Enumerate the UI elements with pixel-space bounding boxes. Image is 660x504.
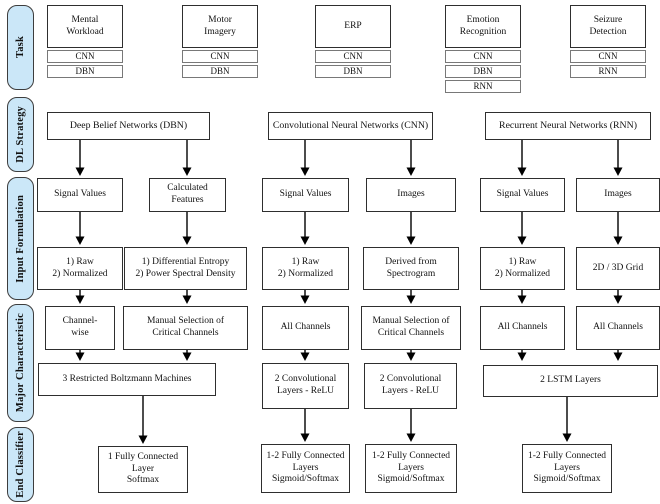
input-type-box-rnn-images: Images [576,178,660,212]
row-label-text: DL Strategy [15,106,26,163]
task-model-cell: CNN [315,50,391,63]
row-label-major-characteristic: Major Characteristic [7,304,34,422]
task-title: Mental Workload [47,5,123,48]
row-label-dl-strategy: DL Strategy [7,97,34,172]
task-title: ERP [315,5,391,48]
classifier-box-cnn-images: 1-2 Fully Connected Layers Sigmoid/Softm… [365,444,457,493]
architecture-box-cnn-images: 2 Convolutional Layers - ReLU [364,363,457,409]
formulation-box-cnn-images: Derived from Spectrogram [363,247,459,290]
task-model-cell: CNN [570,50,646,63]
characteristic-box-rnn-images: All Channels [576,306,660,350]
input-type-box-cnn-images: Images [366,178,456,212]
input-type-box-rnn-signal-values: Signal Values [480,178,565,212]
task-column-emotion-recognition: Emotion Recognition CNN DBN RNN [445,5,521,93]
task-model-cell: DBN [315,65,391,78]
strategy-box-rnn: Recurrent Neural Networks (RNN) [485,112,651,140]
formulation-box-dbn-signal-values: 1) Raw 2) Normalized [37,247,123,290]
formulation-box-cnn-signal-values: 1) Raw 2) Normalized [262,247,349,290]
strategy-box-cnn: Convolutional Neural Networks (CNN) [268,112,433,140]
task-model-cell: DBN [47,65,123,78]
input-type-box-cnn-signal-values: Signal Values [262,178,349,212]
task-model-cell: RNN [570,65,646,78]
row-label-text: Input Formulation [15,194,26,283]
characteristic-box-cnn-signal-values: All Channels [262,306,349,350]
characteristic-box-dbn-calculated-features: Manual Selection of Critical Channels [123,306,248,350]
task-column-mental-workload: Mental Workload CNN DBN [47,5,123,78]
classifier-box-cnn-signal-values: 1-2 Fully Connected Layers Sigmoid/Softm… [261,444,350,493]
input-type-box-dbn-calculated-features: Calculated Features [149,178,226,212]
row-label-text: Major Characteristic [15,313,26,413]
input-type-box-dbn-signal-values: Signal Values [37,178,123,212]
row-label-text: Task [15,36,26,59]
task-title: Seizure Detection [570,5,646,48]
formulation-box-rnn-images: 2D / 3D Grid [576,247,660,290]
task-model-cell: CNN [182,50,258,63]
architecture-box-cnn-signal-values: 2 Convolutional Layers - ReLU [262,363,349,409]
strategy-box-dbn: Deep Belief Networks (DBN) [47,112,210,140]
task-model-cell: DBN [445,65,521,78]
classifier-box-dbn: 1 Fully Connected Layer Softmax [98,446,188,493]
task-model-cell: CNN [47,50,123,63]
characteristic-box-rnn-signal-values: All Channels [480,306,565,350]
task-column-motor-imagery: Motor Imagery CNN DBN [182,5,258,78]
row-label-input-formulation: Input Formulation [7,177,34,300]
task-column-seizure-detection: Seizure Detection CNN RNN [570,5,646,78]
task-model-cell: DBN [182,65,258,78]
classifier-box-rnn: 1-2 Fully Connected Layers Sigmoid/Softm… [522,444,612,493]
architecture-box-dbn: 3 Restricted Boltzmann Machines [38,363,216,396]
task-column-erp: ERP CNN DBN [315,5,391,78]
architecture-box-rnn: 2 LSTM Layers [483,365,658,397]
task-model-cell: CNN [445,50,521,63]
formulation-box-dbn-calculated-features: 1) Differential Entropy 2) Power Spectra… [124,247,247,290]
characteristic-box-dbn-signal-values: Channel- wise [45,306,115,350]
task-model-cell: RNN [445,80,521,93]
row-label-text: End Classifier [15,431,26,498]
formulation-box-rnn-signal-values: 1) Raw 2) Normalized [480,247,565,290]
task-title: Motor Imagery [182,5,258,48]
row-label-task: Task [7,5,34,90]
task-title: Emotion Recognition [445,5,521,48]
row-label-end-classifier: End Classifier [7,427,34,502]
characteristic-box-cnn-images: Manual Selection of Critical Channels [361,306,461,350]
